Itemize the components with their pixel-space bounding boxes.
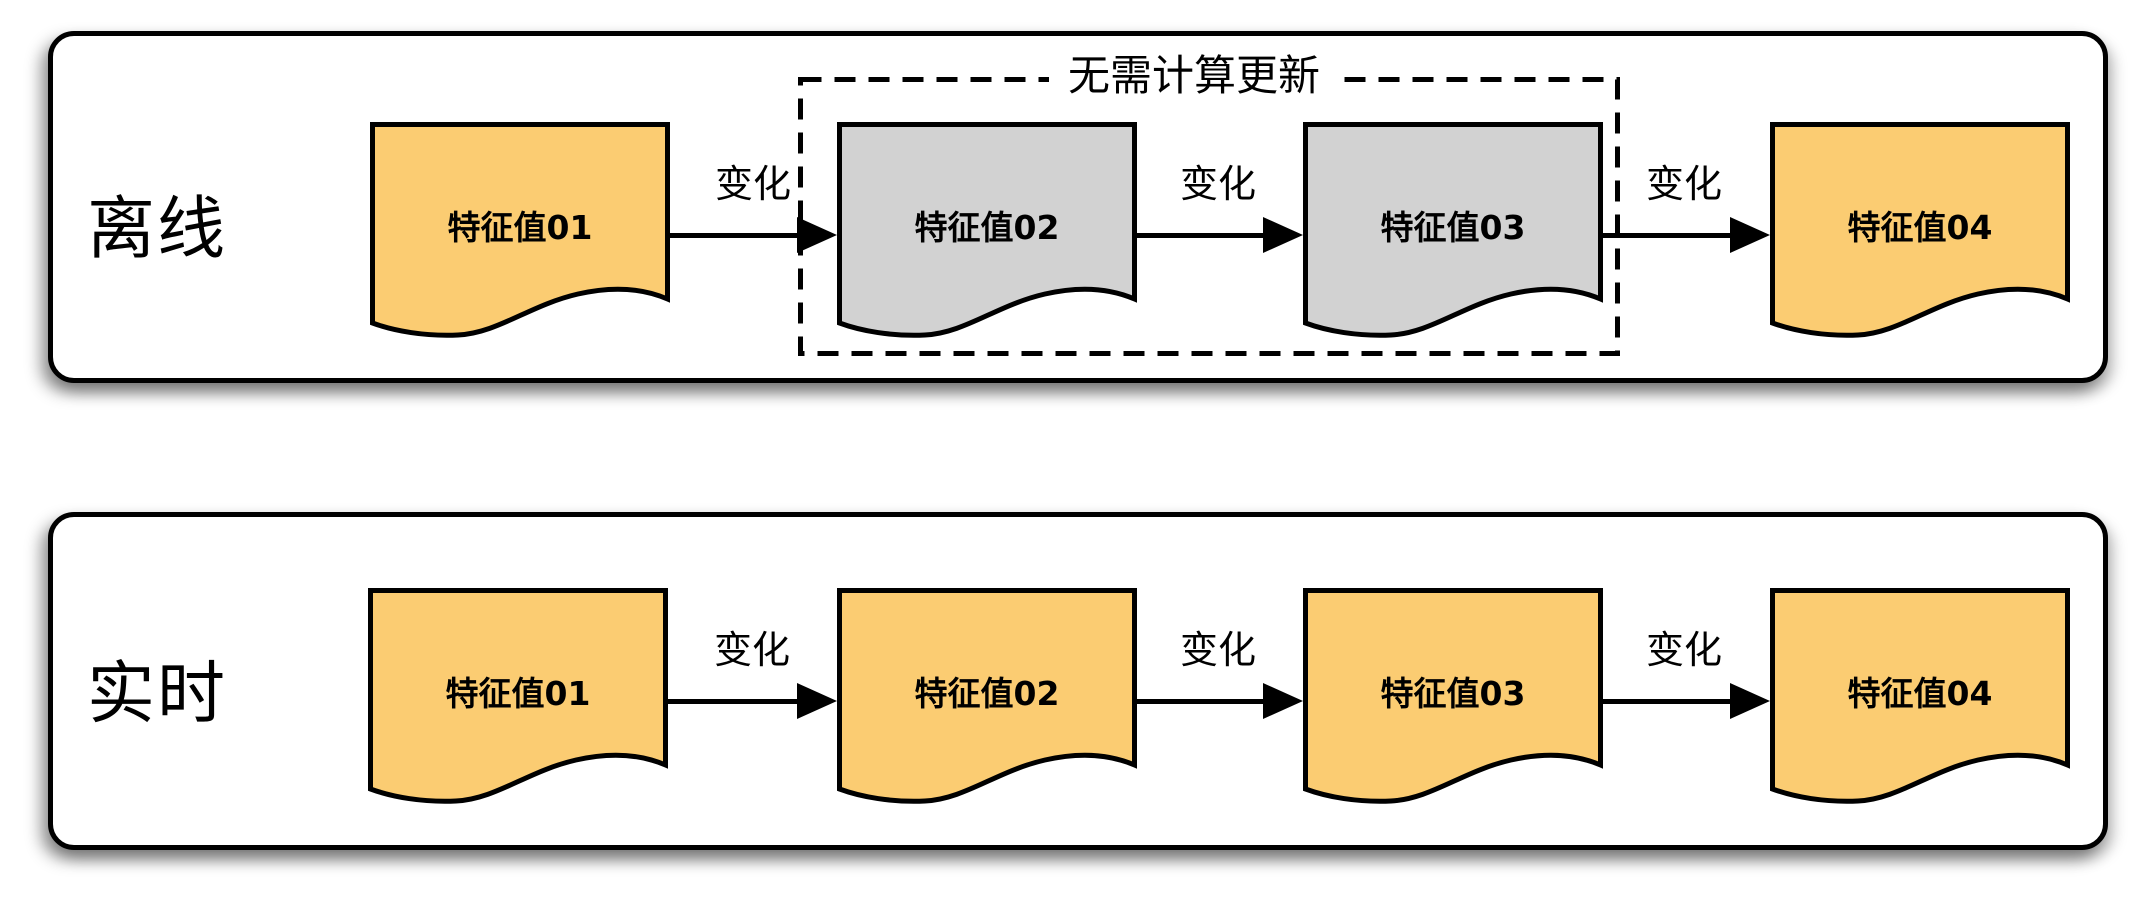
document-label: 特征值02 (914, 207, 1060, 247)
realtime-row-label: 实时 (87, 655, 228, 734)
document-node-offline-04[interactable]: 特征值04 (1770, 122, 2070, 338)
arrow-head-icon (797, 683, 837, 719)
arrow-shaft (1598, 698, 1733, 704)
arrow-head-icon (797, 217, 837, 253)
arrow-shaft (1133, 232, 1266, 238)
offline-row-label: 离线 (87, 190, 228, 269)
edge-label-change: 变化 (713, 628, 790, 672)
edge-label-change: 变化 (714, 162, 791, 206)
document-node-offline-03[interactable]: 特征值03 (1303, 122, 1603, 338)
realtime-panel: 实时 特征值01 特征值02 特征值03 特征值04 (48, 512, 2108, 850)
arrow-head-icon (1263, 217, 1303, 253)
document-node-realtime-02[interactable]: 特征值02 (837, 588, 1137, 804)
document-node-realtime-04[interactable]: 特征值04 (1770, 588, 2070, 804)
arrow-shaft (1598, 232, 1733, 238)
edge-label-change: 变化 (1645, 162, 1722, 206)
arrow-head-icon (1730, 683, 1770, 719)
document-label: 特征值04 (1847, 207, 1993, 247)
document-node-offline-02[interactable]: 特征值02 (837, 122, 1137, 338)
edge-label-change: 变化 (1645, 628, 1722, 672)
edge-label-change: 变化 (1179, 162, 1256, 206)
document-label: 特征值01 (447, 207, 593, 247)
document-label: 特征值03 (1380, 673, 1526, 713)
document-icon (1770, 122, 2070, 338)
document-icon (837, 122, 1137, 338)
arrow-head-icon (1730, 217, 1770, 253)
document-icon (837, 588, 1137, 804)
arrow-shaft (668, 698, 800, 704)
arrow-shaft (1133, 698, 1266, 704)
document-icon (1303, 122, 1603, 338)
offline-panel: 离线 无需计算更新 特征值01 特征值02 特征值03 (48, 31, 2108, 383)
edge-label-change: 变化 (1179, 628, 1256, 672)
arrow-shaft (670, 232, 800, 238)
document-icon (1770, 588, 2070, 804)
arrow-head-icon (1263, 683, 1303, 719)
document-label: 特征值03 (1380, 207, 1526, 247)
document-icon (1303, 588, 1603, 804)
document-label: 特征值02 (914, 673, 1060, 713)
document-label: 特征值04 (1847, 673, 1993, 713)
document-icon (368, 588, 668, 804)
document-node-realtime-03[interactable]: 特征值03 (1303, 588, 1603, 804)
document-icon (370, 122, 670, 338)
document-label: 特征值01 (445, 673, 591, 713)
no-recompute-label: 无需计算更新 (1049, 53, 1339, 99)
document-node-offline-01[interactable]: 特征值01 (370, 122, 670, 338)
document-node-realtime-01[interactable]: 特征值01 (368, 588, 668, 804)
